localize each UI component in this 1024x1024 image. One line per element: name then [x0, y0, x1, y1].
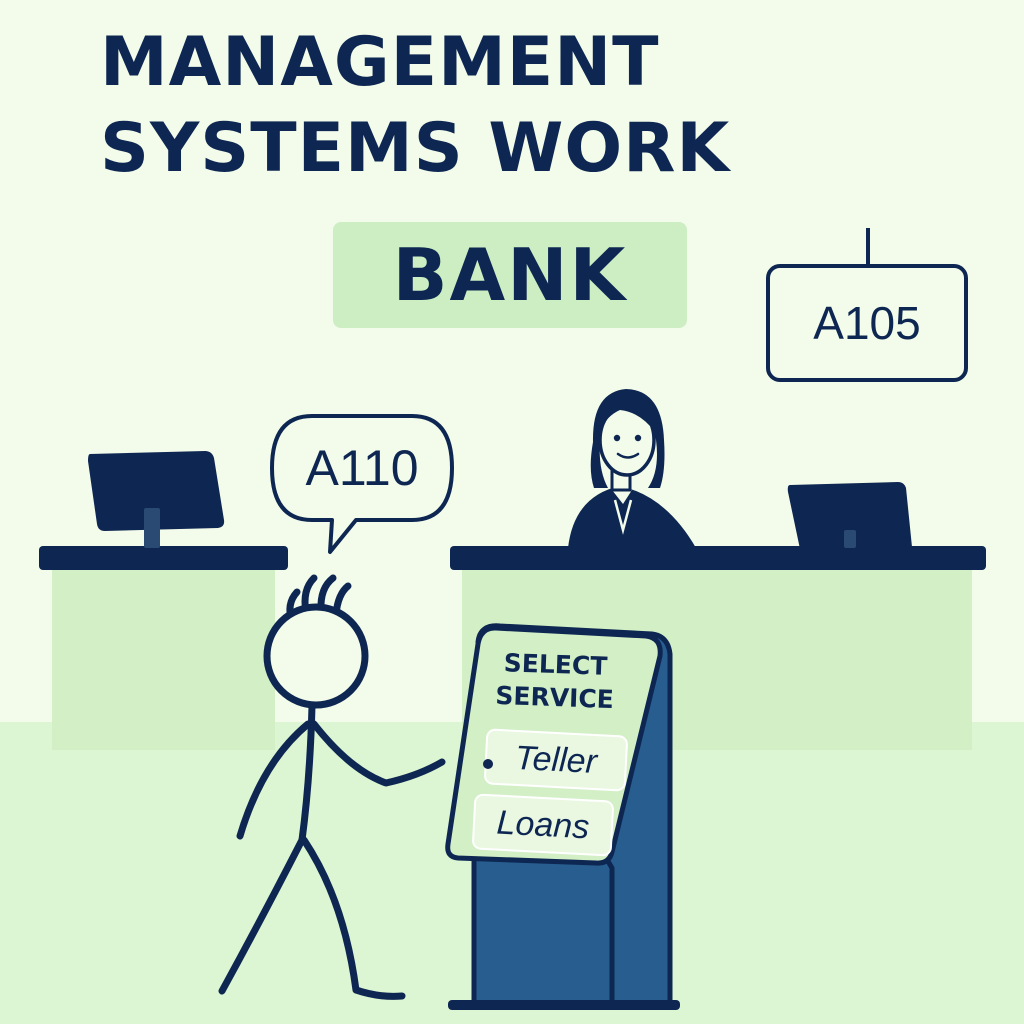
kiosk-option-teller[interactable]: Teller [514, 738, 598, 781]
customer-stick-figure-icon [218, 574, 446, 1000]
right-counter-top [450, 546, 986, 570]
speech-bubble [270, 414, 454, 554]
laptop-icon [787, 482, 912, 549]
kiosk-heading-line-2: SERVICE [494, 680, 615, 715]
now-serving-display [766, 228, 968, 382]
kiosk-heading-line-1: SELECT [503, 648, 608, 681]
computer-monitor-icon [88, 451, 225, 548]
teller-person-icon [568, 389, 696, 548]
now-serving-number: A105 [813, 297, 921, 349]
ticket-kiosk [445, 623, 680, 1010]
title-line-2: SYSTEMS WORK [100, 109, 731, 188]
left-counter-front [52, 566, 275, 750]
customer-ticket-number: A110 [305, 440, 419, 496]
left-counter-top [39, 546, 288, 570]
kiosk-option-loans[interactable]: Loans [495, 803, 591, 846]
title-line-1: MANAGEMENT [100, 23, 660, 102]
bank-sign: BANK [333, 222, 687, 328]
bank-sign-label: BANK [392, 233, 628, 317]
